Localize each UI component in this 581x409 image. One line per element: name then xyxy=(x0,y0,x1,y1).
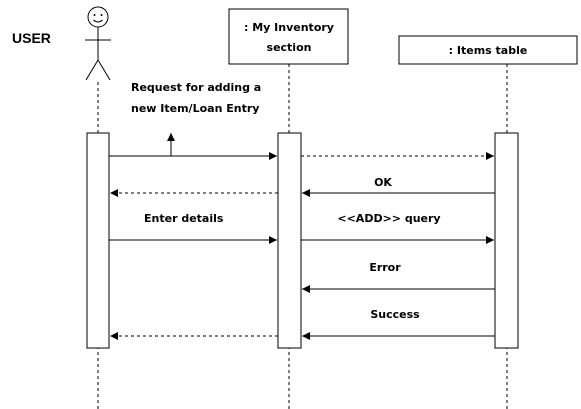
participant-label-line: : My Inventory xyxy=(244,21,334,34)
message-label: Request for adding a xyxy=(131,81,261,94)
stick-figure-icon xyxy=(85,6,111,81)
participant-items: : Items table xyxy=(398,35,578,65)
participant-label-line: section xyxy=(267,41,312,54)
message-label: OK xyxy=(374,176,392,189)
user-activation-bar xyxy=(86,132,110,349)
user-actor: USER xyxy=(12,6,111,81)
message-label: Success xyxy=(370,308,420,321)
inventory-activation-bar xyxy=(277,132,302,349)
items-activation-bar xyxy=(494,132,519,349)
actor-label: USER xyxy=(12,30,51,46)
message-label: Error xyxy=(369,261,401,274)
participant-label-line: : Items table xyxy=(449,44,528,57)
message-label: new Item/Loan Entry xyxy=(131,102,259,115)
message-label: <<ADD>> query xyxy=(337,212,440,225)
participant-inventory: : My Inventory section xyxy=(228,8,349,65)
message-label: Enter details xyxy=(144,212,224,225)
